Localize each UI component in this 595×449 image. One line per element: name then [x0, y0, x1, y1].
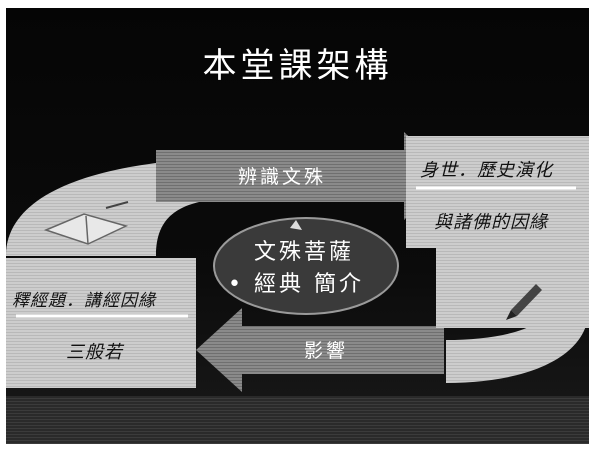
left-panel-line2: 三般若 [66, 342, 123, 363]
right-panel [406, 136, 589, 248]
top-arrow-label: 辨識文殊 [238, 166, 327, 188]
bottom-arrow-body [234, 326, 444, 374]
book-icon [43, 201, 129, 245]
bottom-arrow-head [196, 308, 242, 392]
right-panel-line1: 身世．歷史演化 [420, 160, 553, 181]
top-arrow-body [156, 150, 411, 202]
bottom-arrow-label: 影響 [304, 340, 349, 362]
sparkle-icon [290, 220, 302, 230]
slide-title: 本堂課架構 [202, 46, 393, 86]
bottom-band [6, 396, 589, 444]
pen-icon [506, 284, 542, 320]
slide: 本堂課架構 辨識文殊 影響 文殊菩薩 • 經典 簡介 釋經題．講經因緣 三般若 … [6, 8, 589, 444]
left-panel-line1: 釋經題．講經因緣 [12, 291, 156, 311]
left-panel [6, 258, 196, 388]
right-panel-line2: 與諸佛的因緣 [434, 212, 548, 233]
center-label-line1: 文殊菩薩 [254, 240, 355, 265]
center-ellipse [213, 217, 399, 315]
center-label-line2: • 經典 簡介 [228, 272, 364, 297]
diagram-shapes [6, 132, 589, 392]
